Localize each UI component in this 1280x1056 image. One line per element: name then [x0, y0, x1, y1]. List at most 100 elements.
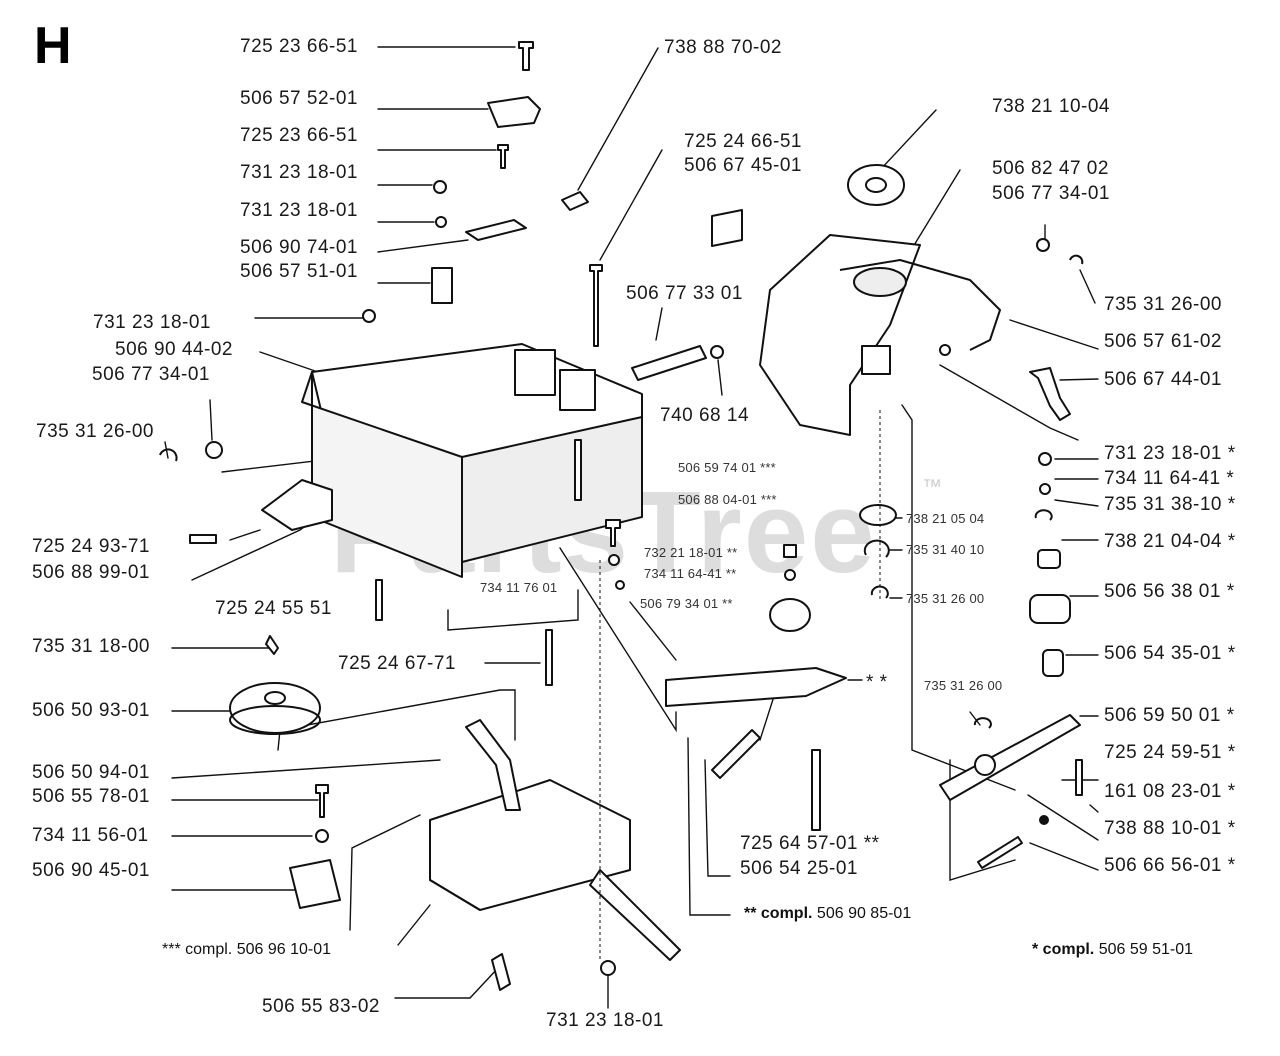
post-icon: [514, 349, 556, 396]
bolt-icon: [811, 749, 821, 831]
part-label: 734 11 64-41 *: [1104, 468, 1235, 489]
washer-icon: [608, 554, 620, 566]
part-label: 725 23 66-51: [240, 125, 358, 146]
washer-icon: [315, 829, 329, 843]
bolt-icon: [1075, 759, 1083, 796]
shaft-icon: [631, 345, 707, 381]
block-icon: [861, 345, 891, 375]
lever-icon: [665, 667, 847, 707]
washer-icon: [435, 216, 447, 228]
washer-icon: [784, 569, 796, 581]
part-label: 734 11 64-41 **: [644, 566, 737, 581]
leader-line: [377, 239, 469, 253]
output-shaft-icon: [589, 869, 681, 961]
nut-icon: [600, 960, 616, 976]
pulley-hub-icon: [264, 691, 286, 705]
part-label: 732 21 18-01 **: [644, 545, 738, 560]
shift-lever-icon: [465, 719, 521, 811]
part-label: 506 57 52-01: [240, 88, 358, 109]
bolt-icon: [589, 264, 603, 347]
double-star-marker: * *: [866, 672, 888, 693]
leader-line: [1027, 794, 1099, 841]
bushing-icon: [1037, 549, 1061, 569]
part-label: 738 21 10-04: [992, 96, 1110, 117]
part-label: 735 31 26 00: [906, 591, 985, 606]
part-label: 725 24 55 51: [215, 598, 332, 619]
part-label: 738 88 10-01 *: [1104, 818, 1236, 839]
leader-line: [447, 589, 579, 631]
bolt-icon: [518, 41, 534, 71]
part-label: 725 23 66-51: [240, 36, 358, 57]
compl-note-triple: *** compl. 506 96 10-01: [162, 940, 331, 960]
part-label: 725 24 66-51: [684, 131, 802, 152]
part-label: 506 79 34 01 **: [640, 596, 733, 611]
washer-icon: [615, 580, 625, 590]
nut-icon: [1038, 452, 1052, 466]
leader-line: [349, 814, 421, 931]
bolt-icon: [315, 784, 329, 818]
watermark-trademark: ™: [922, 476, 942, 498]
washer-icon: [974, 754, 996, 776]
leader-line: [717, 359, 723, 396]
part-label: 738 21 05 04: [906, 511, 985, 526]
part-label: 506 56 38 01 *: [1104, 581, 1235, 602]
part-label: 725 24 93-71: [32, 536, 150, 557]
part-label: 506 67 44-01: [1104, 369, 1222, 390]
part-label: 738 21 04-04 *: [1104, 531, 1236, 552]
part-label: 506 90 74-01: [240, 237, 358, 258]
gearbox-edge-icon: [429, 820, 481, 911]
part-label: 506 88 04-01 ***: [678, 492, 777, 507]
leader-line: [1029, 842, 1099, 871]
part-label: 735 31 38-10 *: [1104, 494, 1236, 515]
compl-number: 506 90 85-01: [816, 905, 912, 922]
part-label: 506 67 45-01: [684, 155, 802, 176]
bushing-icon: [1042, 649, 1064, 677]
part-label: 735 31 18-00: [32, 636, 150, 657]
spring-icon: [977, 836, 1023, 869]
bushing-icon: [710, 345, 724, 359]
tension-arm-icon: [939, 714, 1081, 801]
leader-line: [687, 737, 731, 916]
leader-line: [277, 689, 516, 751]
plate-icon: [465, 219, 527, 241]
bracket-icon: [711, 209, 743, 247]
bolt-icon: [491, 953, 511, 991]
compl-number: 506 59 51-01: [1098, 941, 1193, 958]
leader-line: [1079, 269, 1096, 304]
spindle-housing-icon: [759, 234, 921, 436]
part-label: 506 57 51-01: [240, 261, 358, 282]
part-label: 731 23 18-01: [93, 312, 211, 333]
bolt-head-icon: [939, 344, 951, 356]
gear-icon: [769, 598, 811, 632]
leader-line: [1009, 319, 1099, 350]
part-label: 506 90 44-02: [115, 339, 233, 360]
bracket-icon: [487, 96, 541, 128]
compl-prefix: *** compl.: [162, 941, 233, 958]
part-label: 506 50 93-01: [32, 700, 150, 721]
compl-number: 506 96 10-01: [236, 941, 332, 958]
pulley-groove-icon: [229, 705, 321, 735]
part-label: 161 08 23-01 *: [1104, 781, 1236, 802]
circlip-icon: [863, 539, 890, 558]
circlip-icon: [973, 717, 992, 729]
part-label: 506 59 50 01 *: [1104, 705, 1235, 726]
nut-icon: [362, 309, 376, 323]
nut-icon: [433, 180, 447, 194]
part-label: 731 23 18-01 *: [1104, 443, 1236, 464]
leader-line: [559, 547, 677, 733]
bolt-icon: [574, 439, 582, 501]
part-label: 735 31 40 10: [906, 542, 985, 557]
part-label: 740 68 14: [660, 405, 750, 426]
circlip-icon: [159, 448, 178, 462]
bearing-bore-icon: [865, 177, 887, 193]
part-label: 734 11 56-01: [32, 825, 149, 846]
part-label: 506 90 45-01: [32, 860, 150, 881]
leader-line: [1089, 804, 1099, 813]
part-label: 725 24 59-51 *: [1104, 742, 1236, 763]
part-label: 735 31 26 00: [924, 678, 1003, 693]
spring-icon: [711, 729, 761, 779]
leader-line: [259, 351, 319, 373]
leader-line: [969, 711, 981, 726]
